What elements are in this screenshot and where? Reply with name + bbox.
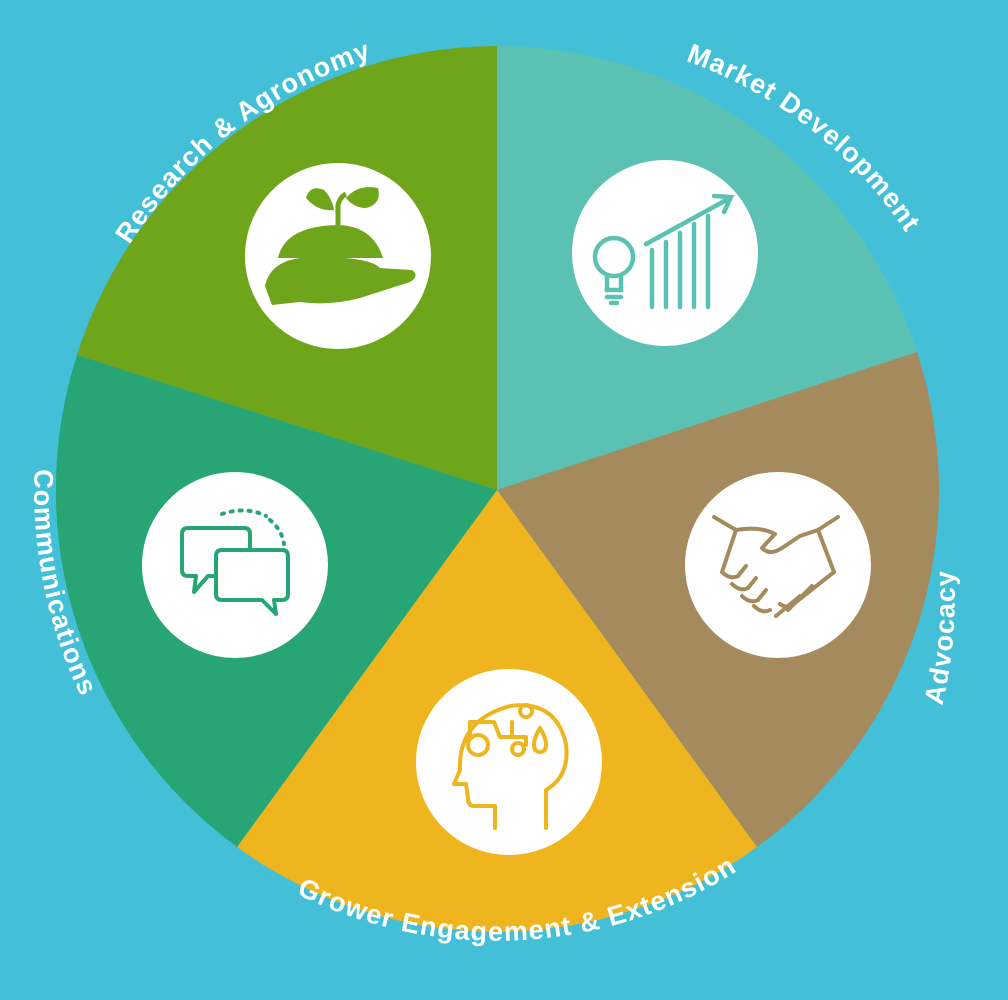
hand-holding-seedling-icon xyxy=(265,187,416,305)
advocacy-icon-badge xyxy=(685,472,871,658)
lightbulb-growth-chart-icon xyxy=(592,193,735,310)
communications-icon-badge xyxy=(142,472,328,658)
handshake-icon xyxy=(712,515,840,618)
grower-engagement-icon-badge xyxy=(416,669,602,855)
head-tractor-thinking-icon xyxy=(452,703,569,830)
chat-bubbles-icon xyxy=(180,508,290,616)
research-agronomy-icon-badge xyxy=(245,163,431,349)
market-development-icon-badge xyxy=(572,160,758,346)
